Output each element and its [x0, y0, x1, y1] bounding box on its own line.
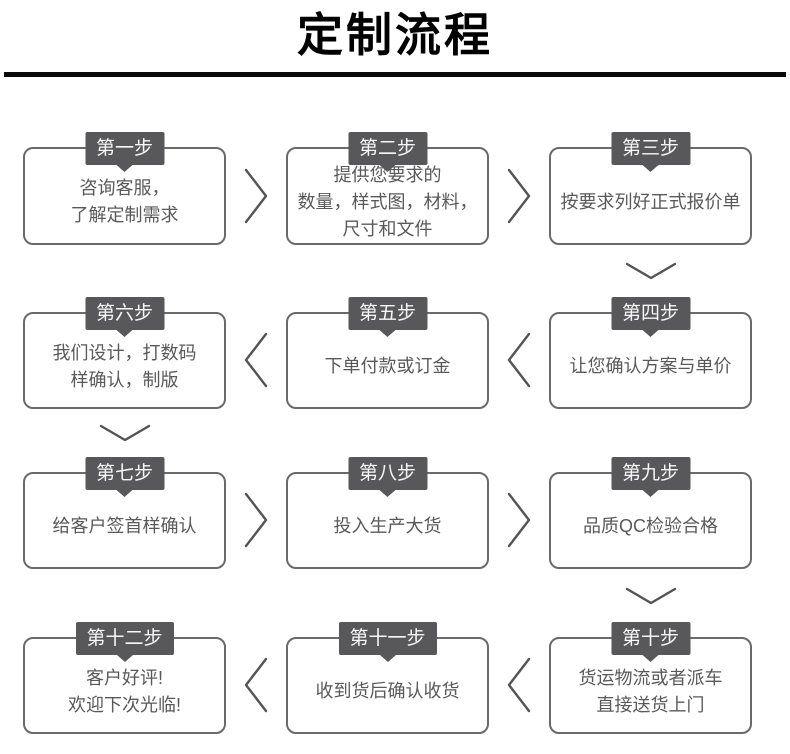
- step-description-line: 品质QC检验合格: [583, 516, 718, 537]
- step-description: 给客户签首样确认: [53, 513, 197, 540]
- step-number-badge: 第五步: [347, 296, 428, 330]
- step-number-badge: 第六步: [84, 296, 165, 330]
- step-description: 下单付款或订金: [325, 353, 451, 380]
- step-box: 第六步我们设计，打数码样确认，制版: [23, 296, 226, 409]
- step-description-line: 货运物流或者派车: [578, 667, 723, 688]
- step-description-line: 直接送货上门: [596, 694, 705, 715]
- arrow-left-icon: [489, 637, 549, 734]
- step-number-badge: 第二步: [347, 131, 428, 165]
- step-description: 让您确认方案与单价: [570, 353, 732, 380]
- page-title: 定制流程: [297, 9, 493, 61]
- step-description: 按要求列好正式报价单: [561, 189, 741, 216]
- step-description-line: 了解定制需求: [70, 205, 179, 226]
- step-number-badge: 第七步: [84, 456, 165, 490]
- step-description-line: 数量，样式图，材料，: [297, 191, 478, 212]
- step-number-badge: 第十一步: [338, 621, 437, 655]
- arrow-right-icon: [226, 147, 286, 245]
- step-number-badge: 第九步: [610, 456, 691, 490]
- step-box: 第四步让您确认方案与单价: [549, 296, 752, 409]
- step-description: 提供您要求的数量，样式图，材料， 尺寸和文件: [298, 162, 478, 243]
- step-box: 第一步咨询客服， 了解定制需求: [23, 131, 226, 245]
- step-number-badge: 第十二步: [75, 621, 174, 655]
- step-number-badge: 第三步: [610, 131, 691, 165]
- arrow-down-icon: [23, 409, 226, 472]
- step-description: 咨询客服， 了解定制需求: [71, 175, 179, 229]
- flow-row: 第七步给客户签首样确认第八步投入生产大货第九步品质QC检验合格: [23, 456, 752, 569]
- connector-row: [23, 409, 752, 472]
- step-description-line: 欢迎下次光临!: [67, 694, 181, 715]
- step-number-badge: 第十步: [610, 621, 691, 655]
- connector-row: [23, 569, 752, 637]
- step-description: 货运物流或者派车直接送货上门: [579, 665, 723, 719]
- step-description-line: 提供您要求的: [333, 164, 442, 185]
- step-description-line: 我们设计，打数码: [52, 342, 197, 363]
- step-box: 第三步按要求列好正式报价单: [549, 131, 752, 245]
- arrow-right-icon: [489, 472, 549, 569]
- step-box: 第十一步收到货后确认收货: [286, 621, 489, 734]
- title-divider: [4, 71, 786, 77]
- flow-row: 第十二步客户好评!欢迎下次光临!第十一步收到货后确认收货第十步货运物流或者派车直…: [23, 621, 752, 734]
- arrow-left-icon: [489, 312, 549, 409]
- step-description-line: 咨询客服，: [79, 178, 170, 199]
- step-description-line: 客户好评!: [85, 667, 163, 688]
- arrow-down-icon: [549, 244, 752, 312]
- flow-row: 第一步咨询客服， 了解定制需求 第二步提供您要求的数量，样式图，材料， 尺寸和文件 第三…: [23, 131, 752, 245]
- step-box: 第十步货运物流或者派车直接送货上门: [549, 621, 752, 734]
- step-box: 第五步下单付款或订金: [286, 296, 489, 409]
- step-box: 第七步给客户签首样确认: [23, 456, 226, 569]
- step-description: 我们设计，打数码样确认，制版: [53, 340, 197, 394]
- step-description: 投入生产大货: [334, 513, 442, 540]
- connector-row: [23, 244, 752, 312]
- step-description-line: 按要求列好正式报价单: [560, 191, 741, 212]
- step-box: 第十二步客户好评! 欢迎下次光临!: [23, 621, 226, 734]
- step-description: 收到货后确认收货: [316, 678, 460, 705]
- arrow-left-icon: [226, 312, 286, 409]
- step-description-line: 样确认，制版: [70, 369, 179, 390]
- step-number-badge: 第一步: [84, 131, 165, 165]
- step-description-line: 尺寸和文件: [342, 218, 433, 239]
- step-description-line: 收到货后确认收货: [315, 681, 460, 702]
- step-description: 品质QC检验合格: [583, 513, 718, 540]
- arrow-right-icon: [226, 472, 286, 569]
- arrow-right-icon: [489, 147, 549, 245]
- step-box: 第九步品质QC检验合格: [549, 456, 752, 569]
- step-description-line: 投入生产大货: [333, 516, 442, 537]
- step-description-line: 下单付款或订金: [324, 356, 451, 377]
- arrow-down-icon: [549, 569, 752, 637]
- step-box: 第八步投入生产大货: [286, 456, 489, 569]
- step-box: 第二步提供您要求的数量，样式图，材料， 尺寸和文件: [286, 131, 489, 245]
- step-number-badge: 第四步: [610, 296, 691, 330]
- flow-row: 第六步我们设计，打数码样确认，制版第五步下单付款或订金第四步让您确认方案与单价: [23, 296, 752, 409]
- arrow-left-icon: [226, 637, 286, 734]
- step-number-badge: 第八步: [347, 456, 428, 490]
- step-description-line: 给客户签首样确认: [52, 516, 197, 537]
- step-description: 客户好评! 欢迎下次光临!: [68, 665, 181, 719]
- flow: 第一步咨询客服， 了解定制需求 第二步提供您要求的数量，样式图，材料， 尺寸和文件 第三…: [23, 131, 752, 734]
- step-description-line: 让您确认方案与单价: [569, 356, 732, 377]
